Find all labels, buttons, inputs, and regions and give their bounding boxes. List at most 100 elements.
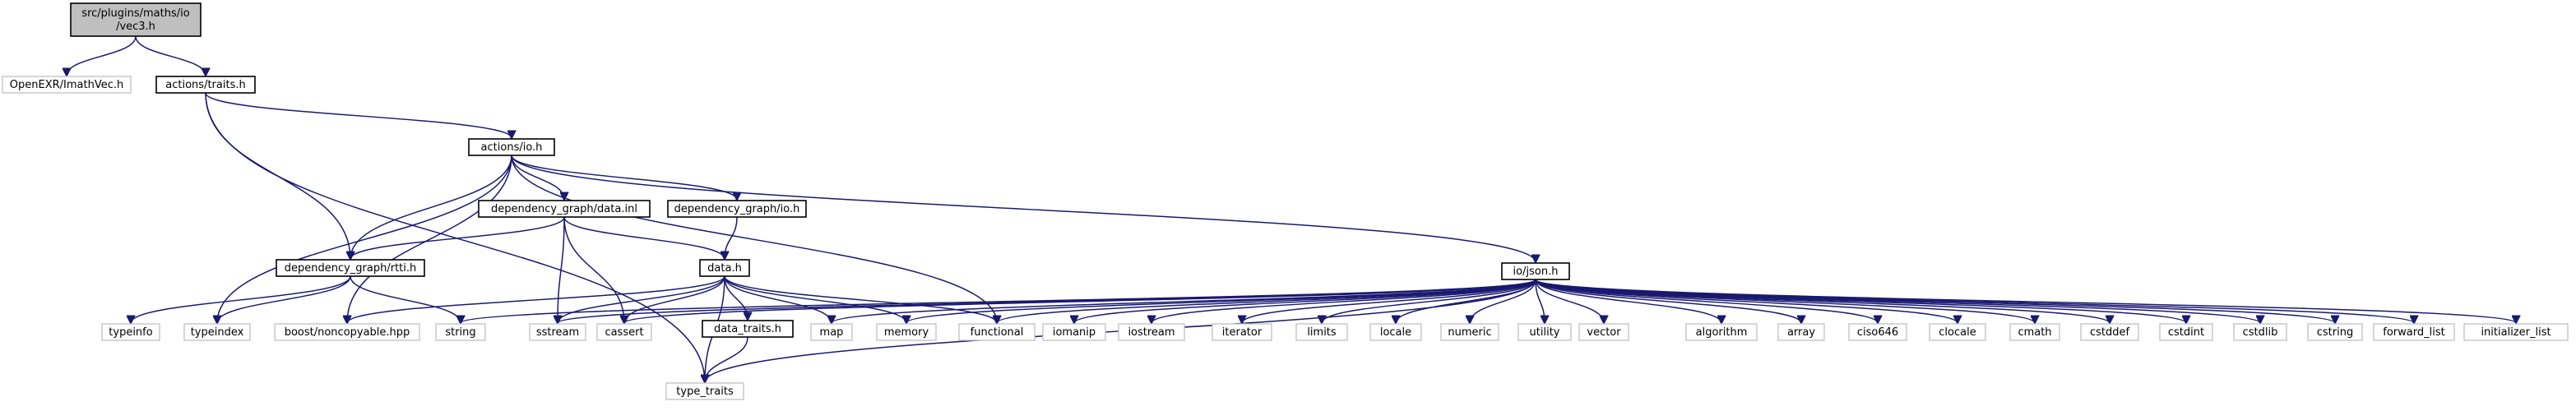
node-algorithm: algorithm bbox=[1685, 323, 1758, 341]
edge-io-to-functional bbox=[511, 155, 997, 323]
edge-rtti-to-typeindex bbox=[217, 275, 351, 323]
node-string-label: string bbox=[445, 326, 475, 339]
node-data-box bbox=[699, 259, 750, 277]
node-iterator: iterator bbox=[1212, 323, 1272, 341]
node-cassert: cassert bbox=[596, 323, 652, 341]
node-iomanip-box bbox=[1042, 323, 1106, 341]
node-limits-box bbox=[1295, 323, 1348, 341]
edge-json-to-memory bbox=[906, 279, 1536, 323]
edge-io-to-typeindex bbox=[217, 155, 512, 323]
node-vector: vector bbox=[1578, 323, 1629, 341]
node-limits: limits bbox=[1295, 323, 1348, 341]
edge-data-to-datatraits bbox=[724, 275, 748, 320]
node-map: map bbox=[810, 323, 853, 341]
edge-root-to-imath bbox=[67, 35, 137, 76]
node-memory: memory bbox=[876, 323, 937, 341]
node-datainl[interactable]: dependency_graph/data.inl bbox=[478, 200, 651, 218]
node-algorithm-box bbox=[1685, 323, 1758, 341]
edge-json-to-iostream bbox=[1151, 279, 1536, 323]
node-datainl-box bbox=[478, 200, 651, 218]
node-boost: boost/noncopyable.hpp bbox=[274, 323, 420, 341]
node-data[interactable]: data.h bbox=[699, 259, 750, 277]
node-limits-label: limits bbox=[1307, 326, 1337, 339]
node-rtti[interactable]: dependency_graph/rtti.h bbox=[276, 259, 425, 277]
node-locale-box bbox=[1369, 323, 1422, 341]
node-cstdint-box bbox=[2159, 323, 2213, 341]
node-ciso646-label: ciso646 bbox=[1857, 326, 1898, 339]
node-cstddef: cstddef bbox=[2080, 323, 2139, 341]
edge-json-to-string bbox=[461, 279, 1536, 323]
node-utility-label: utility bbox=[1530, 326, 1560, 339]
node-json-label: io/json.h bbox=[1513, 266, 1559, 278]
edge-json-to-array bbox=[1535, 279, 1801, 323]
node-map-box bbox=[810, 323, 853, 341]
node-datainl-label: dependency_graph/data.inl bbox=[491, 203, 637, 215]
node-functional-label: functional bbox=[971, 326, 1024, 339]
node-cmath-label: cmath bbox=[2018, 326, 2051, 339]
edge-json-to-cassert bbox=[624, 279, 1536, 323]
edge-json-to-cstdlib bbox=[1535, 279, 2260, 323]
node-cassert-label: cassert bbox=[605, 326, 643, 339]
node-iterator-box bbox=[1212, 323, 1272, 341]
node-imath: OpenEXR/ImathVec.h bbox=[2, 76, 132, 94]
edge-json-to-numeric bbox=[1470, 279, 1536, 323]
node-clocale: clocale bbox=[1929, 323, 1986, 341]
edge-json-to-ciso646 bbox=[1535, 279, 1878, 323]
node-sstream-box bbox=[529, 323, 586, 341]
node-datatraits[interactable]: data_traits.h bbox=[702, 320, 794, 338]
node-dgio[interactable]: dependency_graph/io.h bbox=[667, 200, 807, 218]
edge-json-to-limits bbox=[1322, 279, 1536, 323]
node-rtti-label: dependency_graph/rtti.h bbox=[285, 262, 417, 275]
edge-rtti-to-string bbox=[350, 275, 461, 323]
edge-dgio-to-data bbox=[725, 216, 738, 259]
node-array: array bbox=[1777, 323, 1825, 341]
node-algorithm-label: algorithm bbox=[1696, 326, 1748, 339]
edge-json-to-utility bbox=[1535, 279, 1545, 323]
node-imath-box bbox=[2, 76, 132, 94]
node-forward_list-box bbox=[2373, 323, 2455, 341]
node-io[interactable]: actions/io.h bbox=[468, 138, 555, 156]
nodes-layer: src/plugins/maths/io/vec3.hOpenEXR/Imath… bbox=[2, 2, 2569, 400]
node-json[interactable]: io/json.h bbox=[1501, 262, 1570, 280]
node-cstdlib-label: cstdlib bbox=[2243, 326, 2278, 339]
node-array-box bbox=[1777, 323, 1825, 341]
node-memory-box bbox=[876, 323, 937, 341]
node-cassert-box bbox=[596, 323, 652, 341]
edge-datainl-to-data bbox=[563, 216, 725, 259]
node-iterator-label: iterator bbox=[1222, 326, 1263, 339]
node-utility-box bbox=[1517, 323, 1572, 341]
node-boost-box bbox=[274, 323, 420, 341]
node-utility: utility bbox=[1517, 323, 1572, 341]
node-cstdlib-box bbox=[2233, 323, 2287, 341]
node-root[interactable]: src/plugins/maths/io/vec3.h bbox=[70, 2, 202, 37]
node-memory-label: memory bbox=[884, 326, 929, 339]
node-traits[interactable]: actions/traits.h bbox=[155, 76, 256, 94]
edge-json-to-vector bbox=[1535, 279, 1604, 323]
edge-io-to-json bbox=[511, 155, 1536, 262]
node-imath-label: OpenEXR/ImathVec.h bbox=[10, 79, 123, 91]
node-forward_list-label: forward_list bbox=[2383, 326, 2444, 339]
node-locale-label: locale bbox=[1380, 326, 1411, 339]
node-cstdint: cstdint bbox=[2159, 323, 2213, 341]
node-typeindex-label: typeindex bbox=[191, 326, 244, 339]
edge-data-to-map bbox=[724, 275, 832, 323]
node-io-box bbox=[468, 138, 555, 156]
edge-json-to-initializer_list bbox=[1535, 279, 2516, 323]
node-root-box bbox=[70, 2, 202, 37]
node-typeindex-box bbox=[183, 323, 251, 341]
node-traits-label: actions/traits.h bbox=[165, 79, 245, 91]
node-cstring-label: cstring bbox=[2317, 326, 2353, 339]
node-iostream-label: iostream bbox=[1128, 326, 1174, 339]
node-cstdlib: cstdlib bbox=[2233, 323, 2287, 341]
node-datatraits-box bbox=[702, 320, 794, 338]
node-string: string bbox=[435, 323, 486, 341]
edge-data-to-sstream bbox=[558, 275, 725, 323]
node-vector-label: vector bbox=[1587, 326, 1621, 339]
node-cmath: cmath bbox=[2009, 323, 2060, 341]
edge-json-to-algorithm bbox=[1535, 279, 1721, 323]
node-rtti-box bbox=[276, 259, 425, 277]
node-clocale-box bbox=[1929, 323, 1986, 341]
node-typeinfo-label: typeinfo bbox=[109, 326, 152, 339]
node-json-box bbox=[1501, 262, 1570, 280]
